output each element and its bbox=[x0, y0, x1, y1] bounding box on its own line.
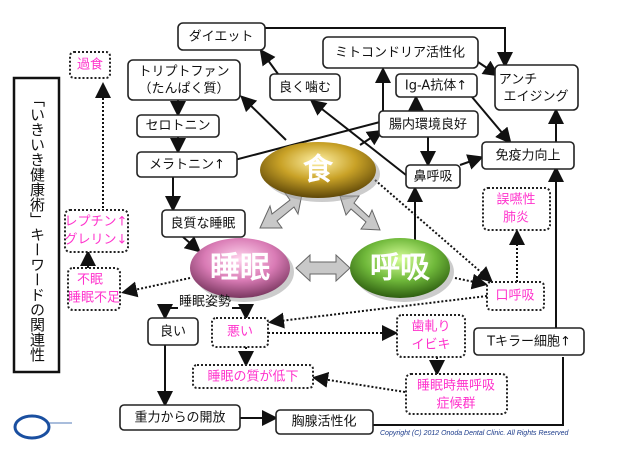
node-label: イビキ bbox=[411, 338, 450, 353]
node-label: 睡眠時無呼吸 bbox=[417, 379, 495, 394]
node-label: 誤嚥性 bbox=[496, 192, 535, 208]
node-tryptophan: トリプトファン （たんぱく質） bbox=[127, 59, 241, 101]
node-label: 口呼吸 bbox=[495, 289, 534, 304]
center-sleep: 睡眠 bbox=[190, 238, 294, 302]
node-diet: ダイエット bbox=[177, 22, 266, 51]
center-food: 食 bbox=[260, 142, 380, 202]
bidirectional-arrows bbox=[259, 192, 381, 283]
node-label: Ig-A抗体↑ bbox=[405, 79, 467, 94]
node-sleep-quality-down: 睡眠の質が低下 bbox=[192, 364, 314, 389]
node-immunity: 免疫力向上 bbox=[481, 141, 575, 170]
node-chew: 良く噛む bbox=[269, 73, 341, 101]
node-label: エイジング bbox=[503, 90, 568, 105]
node-overeating: 過食 bbox=[69, 51, 111, 79]
node-label: 腸内環境良好 bbox=[389, 117, 467, 133]
node-label: レプチン↑ bbox=[65, 215, 128, 230]
sleep-breath-arrow bbox=[295, 253, 351, 283]
node-nasal-breathing: 鼻呼吸 bbox=[405, 164, 461, 189]
node-label: 重力からの開放 bbox=[134, 410, 225, 426]
node-label: 過食 bbox=[77, 57, 103, 73]
node-label: 肺炎 bbox=[503, 211, 529, 226]
node-label: グレリン↓ bbox=[65, 233, 128, 248]
copyright-text: Copyright (C) 2012 Onoda Dental Clinic. … bbox=[380, 430, 570, 437]
node-label: アンチ bbox=[499, 73, 537, 88]
node-label: 良質な睡眠 bbox=[170, 216, 235, 232]
sleep-label: 睡眠 bbox=[210, 251, 270, 286]
node-label: 良く噛む bbox=[279, 80, 331, 96]
node-label: ダイエット bbox=[189, 30, 254, 45]
node-label: 不眠 bbox=[77, 273, 103, 288]
node-label: 症候群 bbox=[436, 397, 475, 412]
node-label: 睡眠不足 bbox=[68, 291, 120, 306]
node-bad: 悪い bbox=[211, 317, 269, 348]
node-label: 良い bbox=[160, 324, 186, 340]
node-tkiller: Tキラー細胞↑ bbox=[473, 327, 585, 356]
node-label: （たんぱく質） bbox=[138, 82, 229, 97]
node-serotonin: セロトニン bbox=[136, 114, 220, 138]
clinic-logo bbox=[13, 414, 72, 440]
node-mouth-breathing: 口呼吸 bbox=[486, 281, 545, 311]
vertical-title: 「いきいき健康術」キーワードの関連性 bbox=[28, 92, 46, 362]
center-breath: 呼吸 bbox=[350, 238, 454, 302]
node-iga: Ig-A抗体↑ bbox=[395, 73, 478, 98]
node-label: トリプトファン bbox=[138, 65, 229, 80]
breath-label: 呼吸 bbox=[370, 251, 430, 286]
node-label: メラトニン↑ bbox=[149, 158, 225, 173]
node-label: 胸腺活性化 bbox=[291, 415, 356, 430]
connectors bbox=[80, 27, 564, 426]
posture-label: 睡眠姿勢 bbox=[179, 294, 231, 310]
node-label: セロトニン bbox=[145, 119, 210, 134]
node-label: ミトコンドリア活性化 bbox=[335, 46, 465, 61]
vertical-title-box: 「いきいき健康術」キーワードの関連性 bbox=[12, 76, 61, 374]
node-good: 良い bbox=[147, 317, 199, 346]
node-leptin: レプチン↑ グレリン↓ bbox=[64, 209, 129, 253]
node-gut: 腸内環境良好 bbox=[378, 110, 479, 138]
food-breath-arrow bbox=[339, 195, 381, 231]
node-gravity: 重力からの開放 bbox=[119, 404, 241, 431]
node-label: 悪い bbox=[227, 325, 253, 340]
node-label: 睡眠の質が低下 bbox=[207, 370, 298, 385]
node-label: 鼻呼吸 bbox=[413, 169, 452, 185]
node-label: 免疫力向上 bbox=[495, 148, 560, 164]
node-thymus: 胸腺活性化 bbox=[275, 409, 374, 435]
node-good-sleep: 良質な睡眠 bbox=[161, 209, 246, 238]
node-label: 歯軋り bbox=[411, 320, 450, 335]
food-label: 食 bbox=[303, 153, 334, 188]
node-mitochondria: ミトコンドリア活性化 bbox=[322, 36, 479, 69]
node-melatonin: メラトニン↑ bbox=[136, 151, 238, 178]
node-label: Tキラー細胞↑ bbox=[486, 335, 571, 350]
